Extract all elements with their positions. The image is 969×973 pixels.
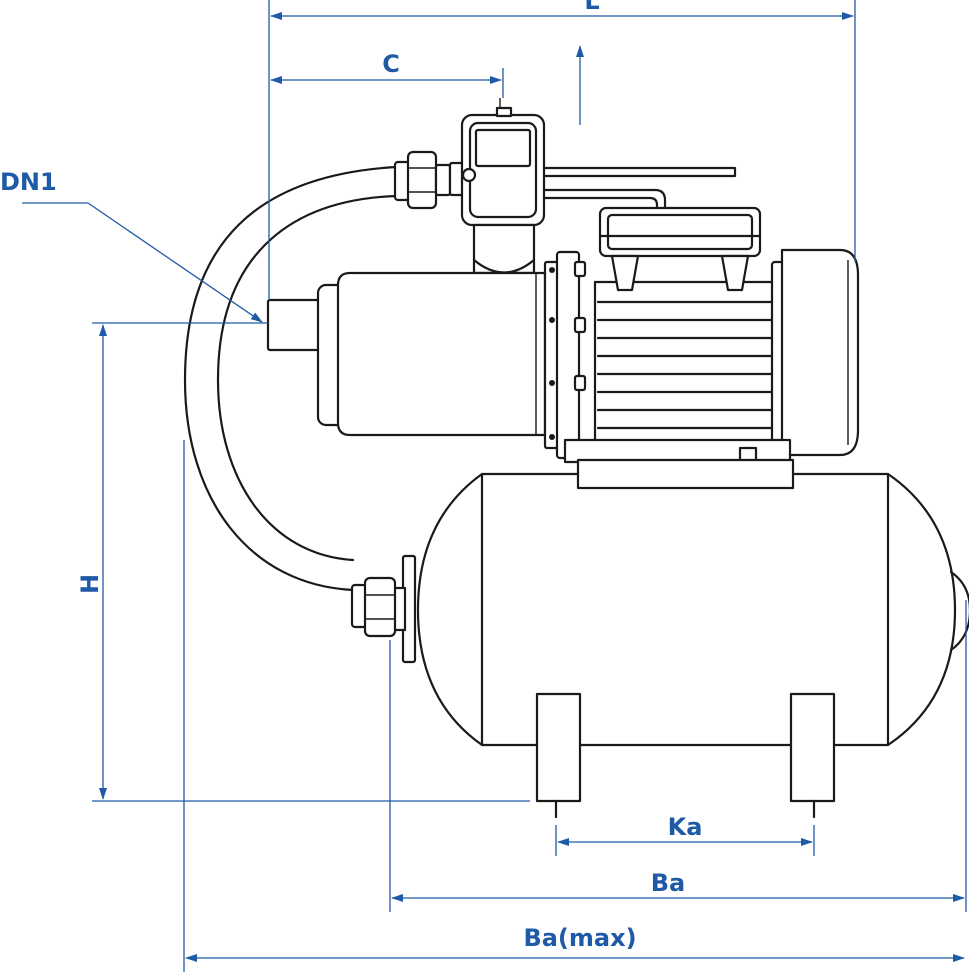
label-Ba: Ba xyxy=(651,869,686,897)
pressure-switch xyxy=(448,98,737,275)
electric-motor xyxy=(563,206,860,490)
gauge-window xyxy=(474,128,532,168)
label-L: L xyxy=(584,0,599,15)
connecting-hose xyxy=(183,150,452,638)
hose-fitting-top xyxy=(406,150,438,210)
dimension-lines xyxy=(22,0,967,972)
hose-fitting-bottom xyxy=(363,576,397,638)
label-C: C xyxy=(382,50,400,78)
pump-inlet-port xyxy=(266,298,322,352)
label-DN1: DN1 xyxy=(0,168,57,196)
motor-base-plate xyxy=(576,458,795,490)
tank-foot-right xyxy=(789,692,836,803)
pump-body xyxy=(266,250,587,460)
label-H: H xyxy=(76,574,104,594)
pressure-tank xyxy=(391,472,969,819)
fan-cover xyxy=(780,248,860,457)
label-Ba-max: Ba(max) xyxy=(523,924,636,952)
tank-foot-left xyxy=(535,692,582,803)
label-Ka: Ka xyxy=(668,813,703,841)
